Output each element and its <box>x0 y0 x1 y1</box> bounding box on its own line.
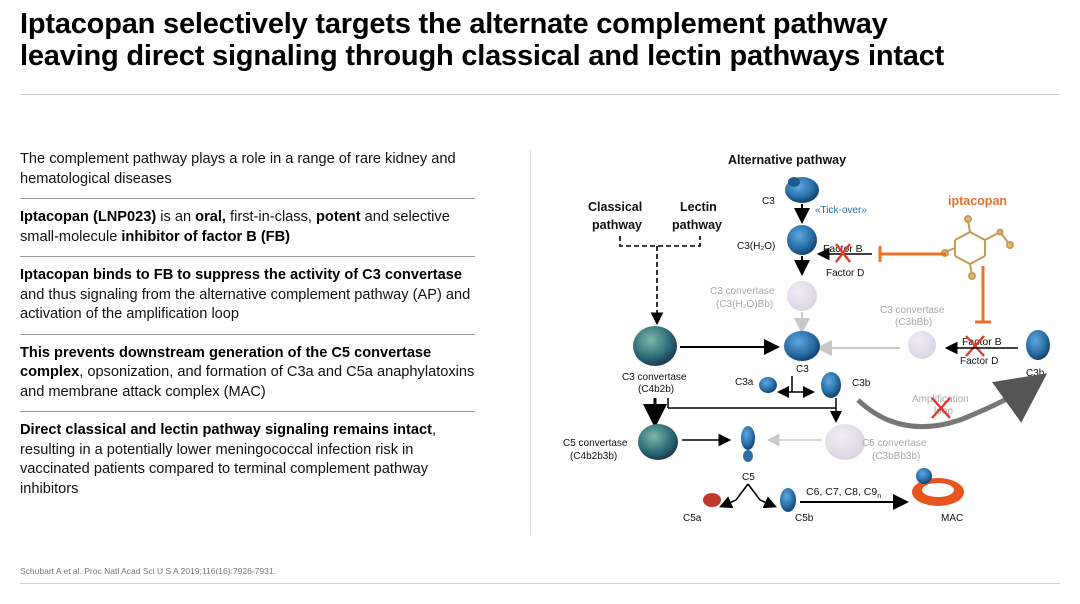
bullet-separator <box>20 256 475 257</box>
bullet-text-part: oral, <box>195 209 226 225</box>
mac-chain-label: C6, C7, C8, C9n <box>806 486 881 500</box>
c3b-right-protein-icon <box>1026 330 1050 360</box>
bullet-item: Iptacopan (LNP023) is an oral, first-in-… <box>20 208 475 256</box>
bullet-text-part: Iptacopan (LNP023) <box>20 209 157 225</box>
amp-label-1: Amplification <box>912 394 969 405</box>
tick-over-label: «Tick-over» <box>815 205 867 216</box>
c5conv-c4-label-1: C5 convertase <box>563 438 628 449</box>
c3-top-label: C3 <box>762 196 775 207</box>
c3a-label: C3a <box>735 377 754 388</box>
inhibit-x-amp-icon <box>931 397 951 419</box>
bullet-text-part: The complement pathway plays a role in a… <box>20 151 456 187</box>
c5b-label: C5b <box>795 513 814 524</box>
c5a-label: C5a <box>683 513 702 524</box>
bullet-separator <box>20 198 475 199</box>
c3a-protein-icon <box>759 377 777 393</box>
factor-d-right-label: Factor D <box>960 356 998 367</box>
bullet-list: The complement pathway plays a role in a… <box>20 150 475 508</box>
c3-convertase-c4b2b-icon <box>633 326 677 366</box>
c5-label: C5 <box>742 472 755 483</box>
footer-divider <box>20 583 1060 584</box>
c5-convertase-c3-icon <box>825 424 865 460</box>
title-line-1: Iptacopan selectively targets the altern… <box>20 8 888 40</box>
bullet-separator <box>20 411 475 412</box>
inhibit-x-right-icon <box>965 335 985 357</box>
mac-label: MAC <box>941 513 963 524</box>
iptacopan-molecule-icon <box>941 215 1014 280</box>
bullet-text-part: , opsonization, and formation of C3a and… <box>20 364 475 400</box>
c3-convertase-h2o-icon <box>787 281 817 311</box>
bullet-text-part: is an <box>156 209 196 225</box>
c3-convertase-bb-icon <box>908 331 936 359</box>
inhibit-x-top-icon <box>835 243 851 263</box>
factor-d-top-label: Factor D <box>826 268 864 279</box>
bullet-item: Iptacopan binds to FB to suppress the ac… <box>20 266 475 334</box>
pathway-bracket <box>619 236 701 247</box>
bullet-text-part: This prevents downstream generation of t… <box>20 344 432 381</box>
amplification-loop-arrow <box>856 373 1048 430</box>
slide-title: Iptacopan selectively targets the altern… <box>20 8 1070 72</box>
c3h2o-label: C3(H₂O) <box>737 241 775 252</box>
bullet-text-part: first-in-class, <box>226 209 316 225</box>
c3-central-protein-icon <box>784 331 820 361</box>
factor-b-top-label: Factor B <box>823 243 863 255</box>
c5a-protein-icon <box>703 493 721 507</box>
bullet-separator <box>20 333 475 335</box>
bullet-text-part: potent <box>316 209 361 225</box>
c3-protein-top-icon <box>785 177 819 203</box>
classical-label-1: Classical <box>588 200 642 214</box>
bullet-item: This prevents downstream generation of t… <box>20 344 475 412</box>
citation: Schubart A et al. Proc Natl Acad Sci U S… <box>20 566 276 576</box>
c5-protein-icon <box>741 426 755 462</box>
c5conv-c3-label-2: (C3bBb3b) <box>872 451 920 462</box>
classical-label-2: pathway <box>592 218 642 232</box>
c3conv-h2o-label-1: C3 convertase <box>710 286 775 297</box>
title-divider <box>20 94 1060 95</box>
c3conv-bb-label-2: (C3bBb) <box>895 317 932 328</box>
bullet-item: Direct classical and lectin pathway sign… <box>20 421 475 508</box>
c5conv-c3-label-1: C5 convertase <box>862 438 927 449</box>
lectin-label-2: pathway <box>672 218 722 232</box>
c3conv-c4-label-2: (C4b2b) <box>638 384 674 395</box>
c3b-mid-protein-icon <box>821 372 841 398</box>
c5-convertase-c4-icon <box>638 424 678 460</box>
mac-complex-icon <box>912 468 964 506</box>
c5b-protein-icon <box>780 488 796 512</box>
title-line-2: leaving direct signaling through classic… <box>20 40 945 72</box>
bullet-text-part: and thus signaling from the alternative … <box>20 286 471 323</box>
c3-mid-label: C3 <box>796 364 809 375</box>
c3b-right-label: C3b <box>1026 368 1045 379</box>
panel-divider <box>530 150 531 535</box>
alt-pathway-heading: Alternative pathway <box>728 153 846 167</box>
iptacopan-label: iptacopan <box>948 194 1007 208</box>
c3b-mid-label: C3b <box>852 378 871 389</box>
lectin-label-1: Lectin <box>680 200 717 214</box>
c3conv-h2o-label-2: (C3(H₂O)Bb) <box>716 299 773 310</box>
c3conv-bb-label-1: C3 convertase <box>880 305 945 316</box>
c3conv-c4-label-1: C3 convertase <box>622 372 687 383</box>
bullet-text-part: , resulting in a potentially lower menin… <box>20 422 437 497</box>
c5conv-c4-label-2: (C4b2b3b) <box>570 451 617 462</box>
bullet-text-part: Iptacopan binds to FB to suppress the ac… <box>20 267 462 283</box>
bullet-text-part: Direct classical and lectin pathway sign… <box>20 422 433 438</box>
bullet-item: The complement pathway plays a role in a… <box>20 150 475 198</box>
bullet-text-part: and selective small-molecule <box>20 209 450 245</box>
c3h2o-protein-icon <box>787 225 817 255</box>
bullet-text-part: inhibitor of factor B (FB) <box>121 228 290 245</box>
factor-b-right-label: Factor B <box>962 336 1002 348</box>
